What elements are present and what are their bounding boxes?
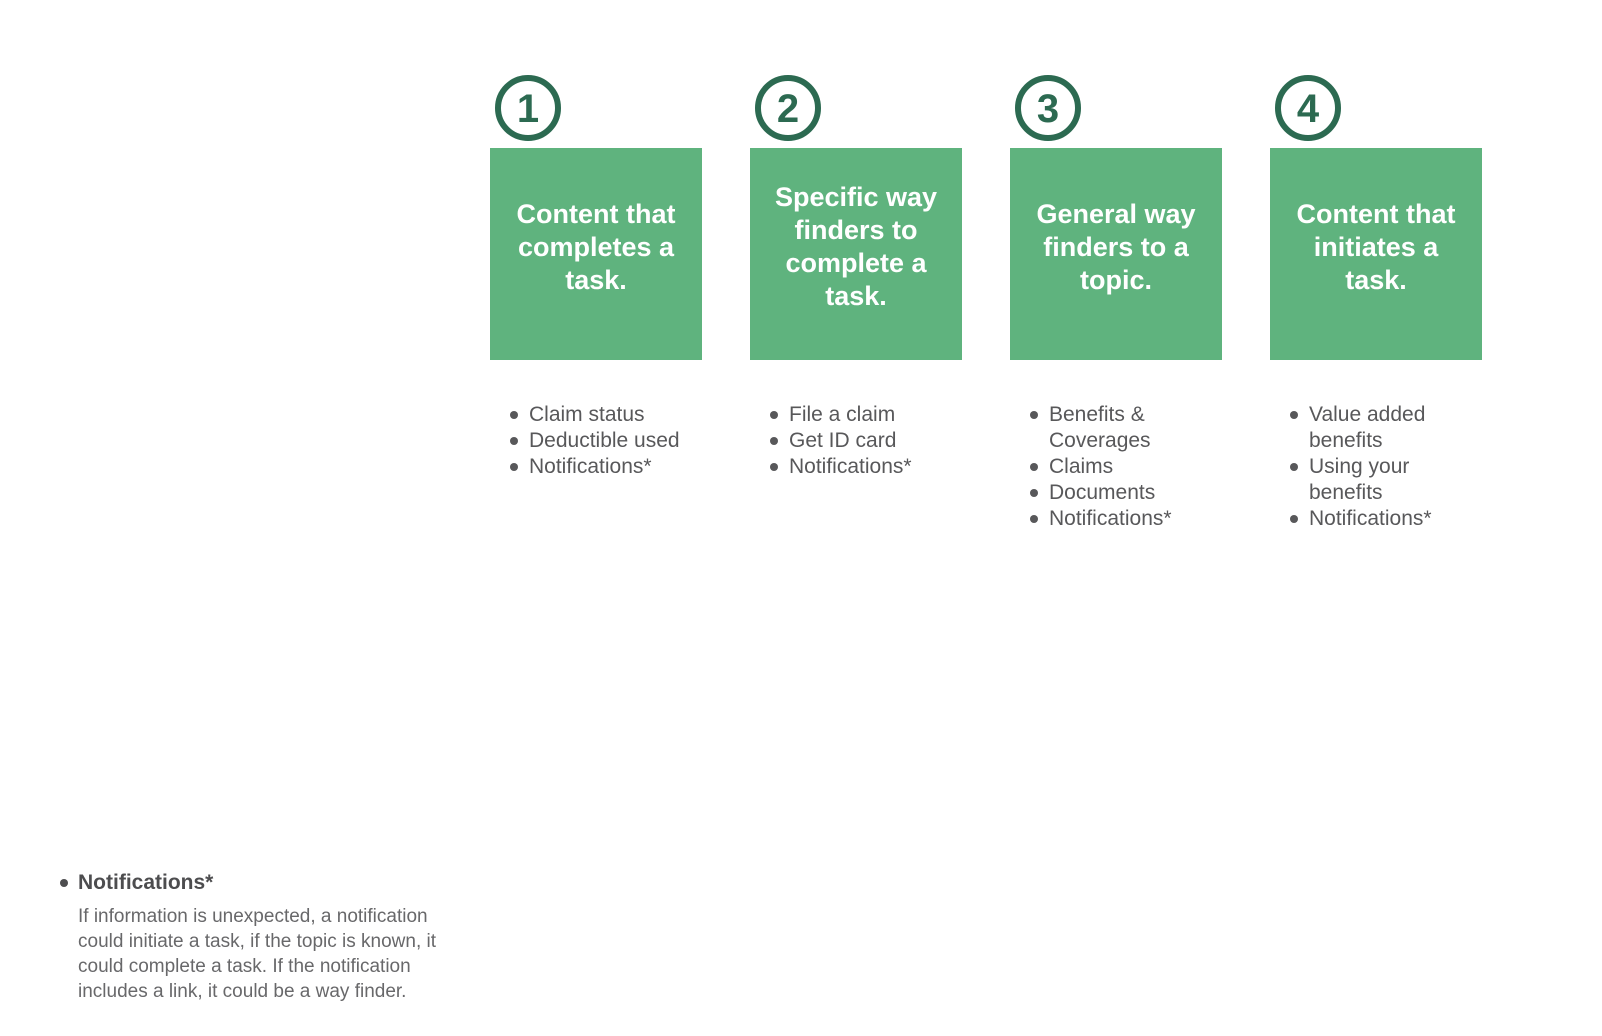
step-number-badge: 4 xyxy=(1275,75,1341,141)
bullet-list: Claim status Deductible used Notificatio… xyxy=(510,402,687,480)
footnote: Notifications* If information is unexpec… xyxy=(60,870,480,1004)
list-item: Notifications* xyxy=(1290,506,1467,532)
step-number: 4 xyxy=(1296,86,1320,131)
list-item: Claim status xyxy=(510,402,687,428)
list-item: Notifications* xyxy=(770,454,947,480)
box-heading: Specific way finders to complete a task. xyxy=(774,182,938,311)
column-2: 2 Specific way finders to complete a tas… xyxy=(750,0,962,1036)
list-item: Get ID card xyxy=(770,428,947,454)
content-box: Specific way finders to complete a task. xyxy=(750,148,962,360)
box-heading: Content that completes a task. xyxy=(516,198,676,295)
content-box: Content that completes a task. xyxy=(490,148,702,360)
step-number: 3 xyxy=(1036,86,1060,131)
column-1: 1 Content that completes a task. Claim s… xyxy=(490,0,702,1036)
footnote-body: If information is unexpected, a notifica… xyxy=(78,906,437,1002)
list-item: Notifications* xyxy=(510,454,687,480)
step-number-badge: 2 xyxy=(755,75,821,141)
content-box: Content that initiates a task. xyxy=(1270,148,1482,360)
step-number: 2 xyxy=(776,86,800,131)
list-item: File a claim xyxy=(770,402,947,428)
content-box: General way finders to a topic. xyxy=(1010,148,1222,360)
box-heading: General way finders to a topic. xyxy=(1036,198,1196,295)
step-number-badge: 1 xyxy=(495,75,561,141)
box-heading: Content that initiates a task. xyxy=(1296,198,1456,295)
list-item: Notifications* xyxy=(1030,506,1207,532)
list-item: Value added benefits xyxy=(1290,402,1467,454)
list-item: Using your benefits xyxy=(1290,454,1467,506)
list-item: Claims xyxy=(1030,454,1207,480)
list-item: Documents xyxy=(1030,480,1207,506)
footnote-heading: Notifications* xyxy=(60,870,480,896)
step-number: 1 xyxy=(516,86,540,131)
bullet-list: File a claim Get ID card Notifications* xyxy=(770,402,947,480)
list-item: Deductible used xyxy=(510,428,687,454)
step-number-badge: 3 xyxy=(1015,75,1081,141)
column-3: 3 General way finders to a topic. Benefi… xyxy=(1010,0,1222,1036)
column-4: 4 Content that initiates a task. Value a… xyxy=(1270,0,1482,1036)
list-item: Benefits & Coverages xyxy=(1030,402,1207,454)
bullet-list: Benefits & Coverages Claims Documents No… xyxy=(1030,402,1207,532)
bullet-list: Value added benefits Using your benefits… xyxy=(1290,402,1467,532)
